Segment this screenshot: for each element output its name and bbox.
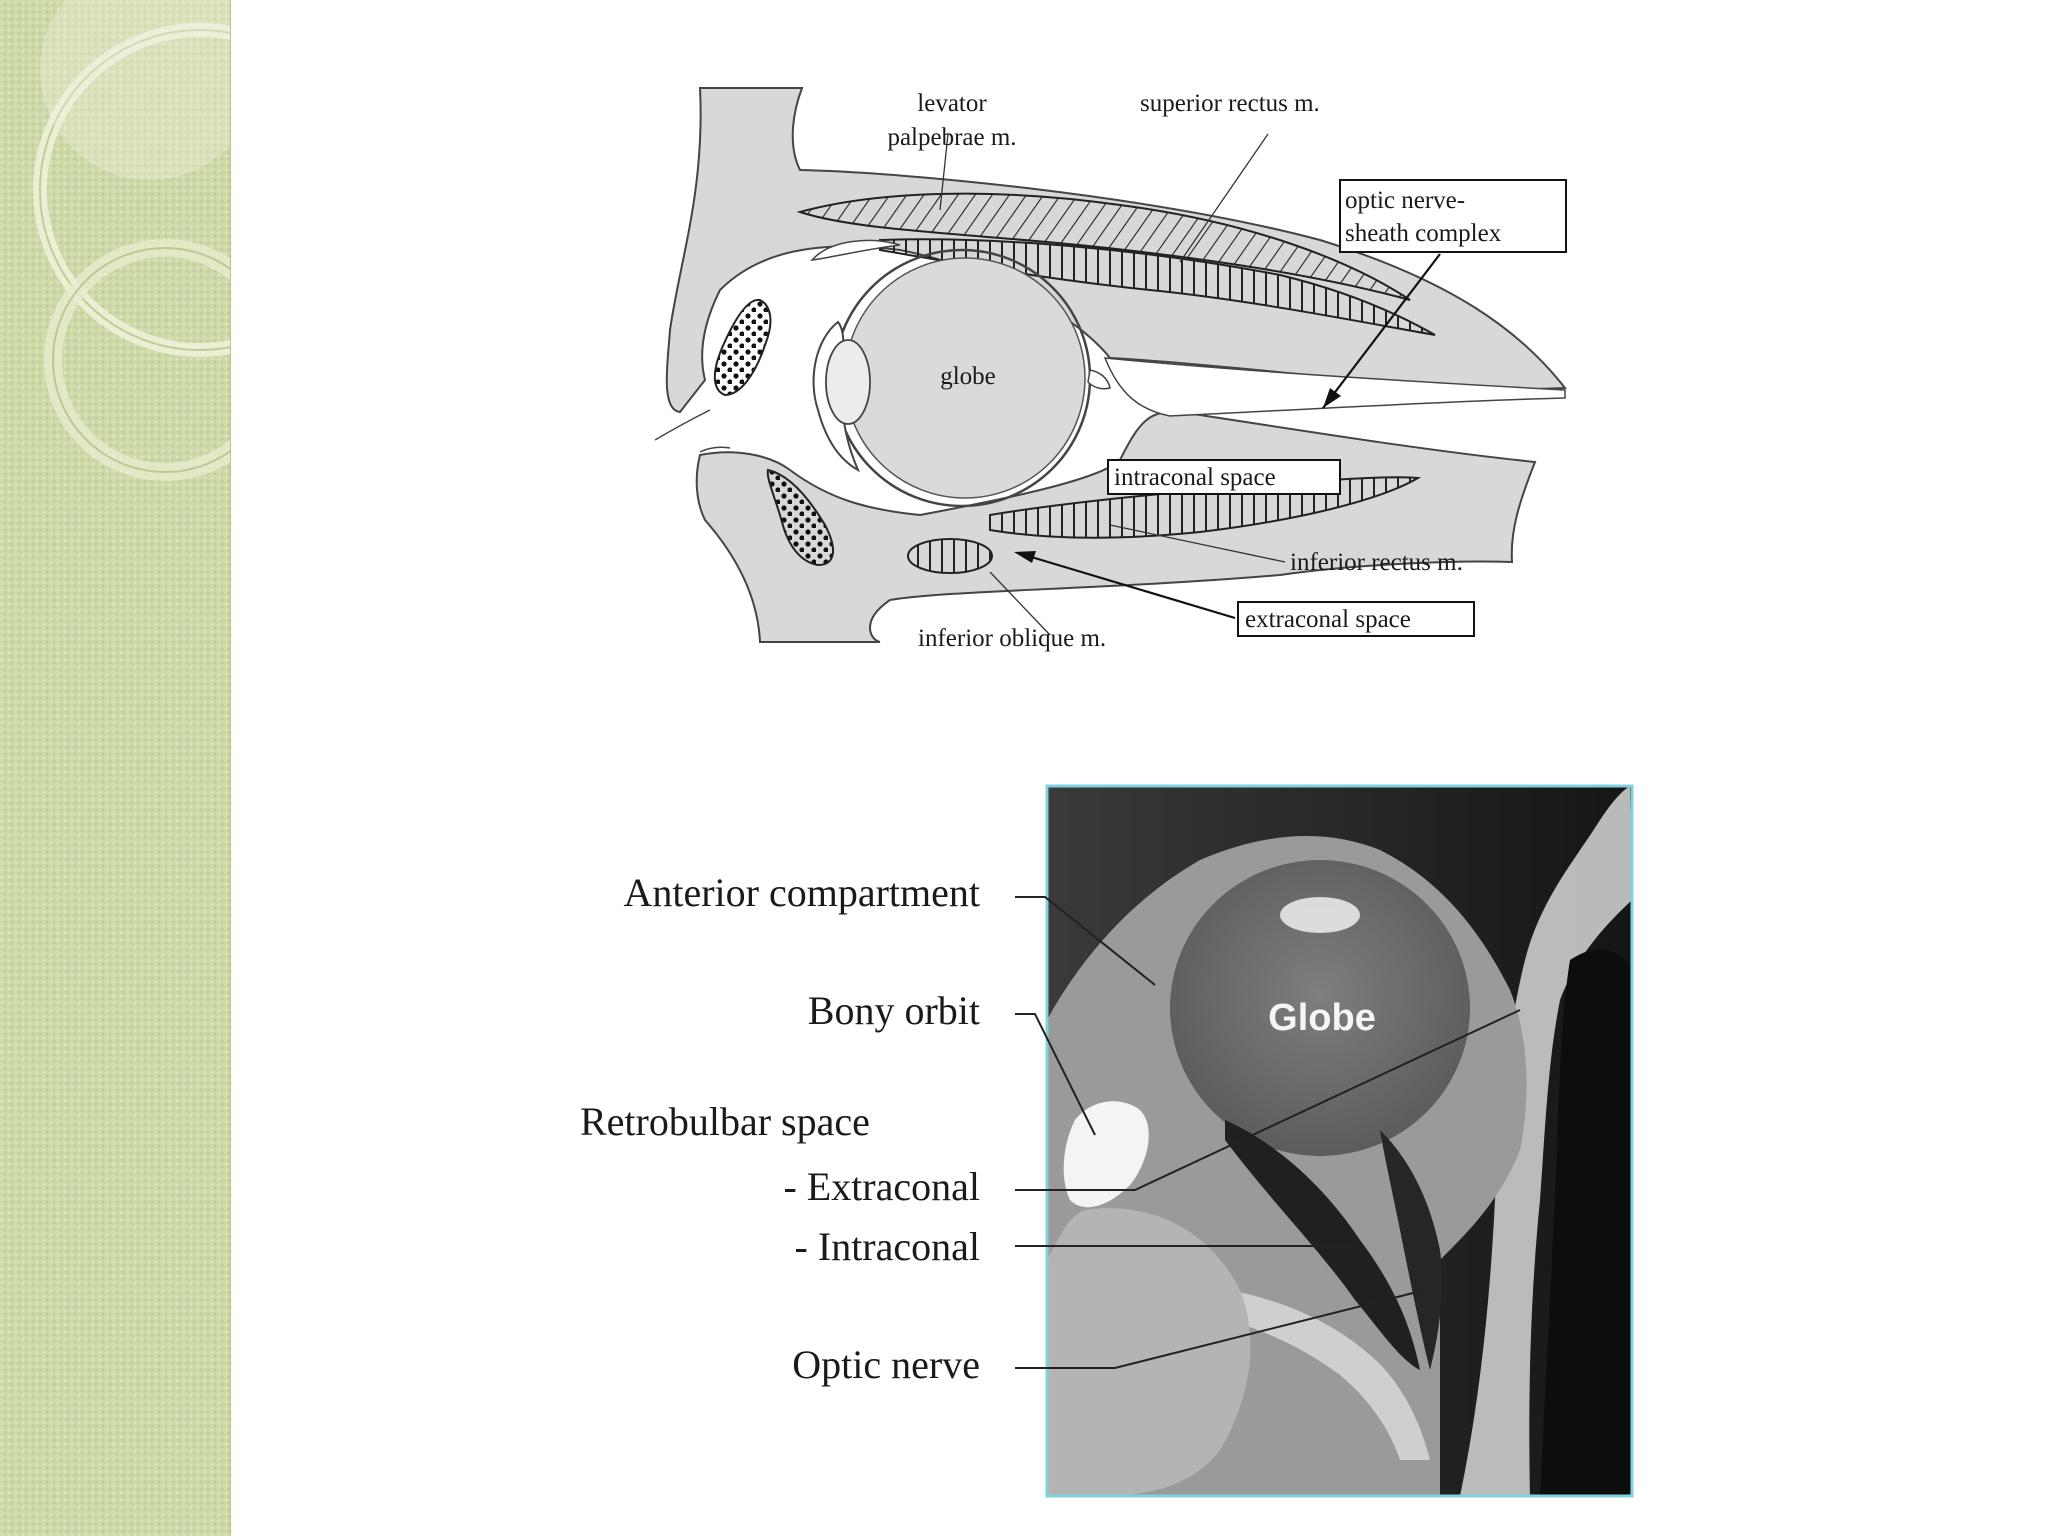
anterior-compartment-leader: [1015, 896, 1156, 986]
lower-fat-pad: [766, 468, 834, 567]
levator-leader-line: [939, 133, 949, 211]
decorative-sidebar: [0, 0, 231, 1536]
ct-label-extraconal: - Extraconal: [783, 1164, 980, 1209]
ct-label-intraconal: - Intraconal: [795, 1224, 980, 1269]
optic-sheath-arrowhead: [1323, 388, 1341, 408]
label-levator-line1: levator: [917, 90, 987, 117]
globe-schematic: [812, 248, 1111, 508]
ct-label-optic-nerve: Optic nerve: [792, 1342, 980, 1387]
ring-large-edge: [39, 29, 230, 351]
ct-image-frame: [1045, 784, 1634, 1498]
levator-palpebrae-muscle: [796, 192, 1411, 301]
label-optic-sheath-line2: sheath complex: [1345, 220, 1502, 247]
ct-label-bony-orbit: Bony orbit: [808, 988, 980, 1033]
inferior-oblique-muscle: [907, 538, 993, 574]
decorative-rings: [33, 0, 230, 481]
orbit-schematic-diagram: levator palpebrae m. superior rectus m. …: [654, 87, 1567, 652]
upper-fat-pad: [713, 298, 772, 397]
extraconal-arrowhead: [1014, 551, 1036, 563]
label-inferior-rectus: inferior rectus m.: [1290, 549, 1463, 576]
eyelash-lower: [699, 446, 731, 453]
ct-scan-image: Globe: [1045, 784, 1634, 1498]
ring-small-edge: [52, 247, 230, 473]
ct-scan-figure: Globe Anterior compartment Bony orbit Re…: [580, 784, 1634, 1498]
ct-label-retrobulbar-space: Retrobulbar space: [580, 1099, 870, 1144]
extraconal-leader: [1015, 1009, 1521, 1191]
label-intraconal-space: intraconal space: [1114, 464, 1276, 491]
inferior-rectus-leader-line: [1109, 524, 1286, 563]
optic-nerve-leader: [1015, 1289, 1426, 1369]
extraconal-arrow-line: [1027, 554, 1236, 620]
ct-label-globe: Globe: [1268, 997, 1376, 1039]
optic-nerve-channel: [1103, 357, 1566, 417]
intraconal-label-box: [1107, 459, 1341, 495]
label-globe: globe: [940, 363, 996, 390]
optic-sheath-label-box: [1339, 179, 1567, 253]
label-extraconal-space: extraconal space: [1245, 606, 1411, 633]
label-levator-line2: palpebrae m.: [887, 124, 1016, 151]
label-superior-rectus: superior rectus m.: [1140, 90, 1320, 117]
upper-eyelid-fold: [810, 239, 901, 261]
label-optic-sheath-line1: optic nerve-: [1345, 187, 1465, 214]
eyelash-upper: [654, 409, 711, 441]
label-inferior-oblique: inferior oblique m.: [918, 625, 1106, 652]
optic-sheath-arrow-line: [1322, 253, 1441, 409]
extraconal-label-box: [1237, 601, 1475, 637]
ct-label-anterior-compartment: Anterior compartment: [623, 870, 980, 915]
inferior-oblique-leader-line: [989, 571, 1051, 636]
superior-rectus-leader-line: [1179, 133, 1269, 263]
bony-orbit-leader: [1015, 1013, 1096, 1136]
ring-glow: [40, 0, 230, 180]
